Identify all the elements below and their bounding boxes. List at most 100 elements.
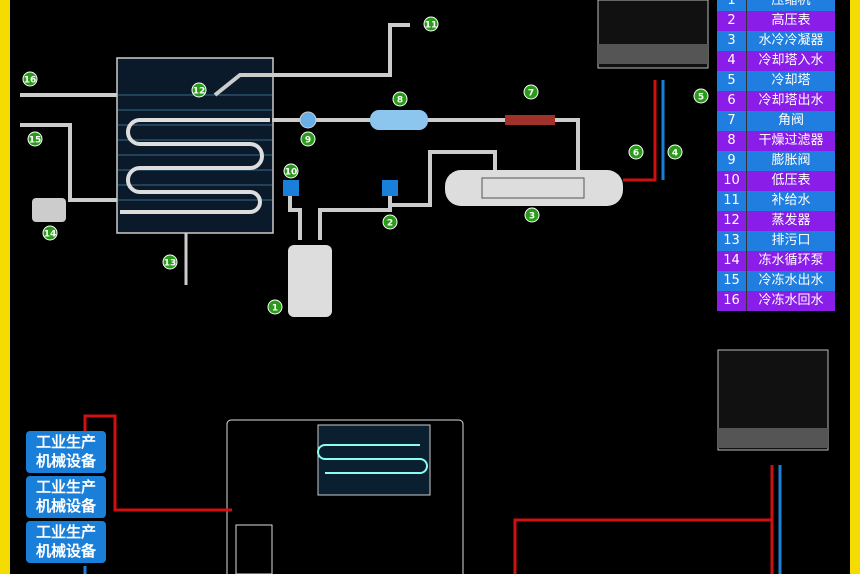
- equipment-box-1: 工业生产机械设备: [26, 431, 106, 473]
- compressor: [288, 245, 332, 317]
- badge-16: [22, 71, 38, 87]
- legend-label: 冻水循环泵: [758, 253, 824, 268]
- badge-10: [283, 163, 299, 179]
- expansion-valve-icon: [299, 111, 317, 129]
- legend-label: 水冷冷凝器: [758, 33, 824, 48]
- badge-number: 12: [193, 87, 206, 97]
- legend-label: 冷却塔入水: [758, 53, 824, 68]
- badge-4: [667, 144, 683, 160]
- legend-num: 15: [717, 271, 747, 291]
- low-pressure-gauge-icon: [283, 180, 299, 196]
- legend-num: 7: [717, 111, 747, 131]
- legend-label: 低压表: [771, 173, 811, 188]
- badge-number: 16: [24, 76, 37, 86]
- badge-number: 7: [528, 89, 534, 99]
- badge-number: 2: [387, 219, 393, 229]
- equipment-box-2: 工业生产机械设备: [26, 476, 106, 518]
- legend-row: 8 干燥过滤器: [717, 131, 835, 151]
- badge-8: [392, 91, 408, 107]
- badge-1: [267, 299, 283, 315]
- legend-row: 15 冷冻水出水: [717, 271, 835, 291]
- badge-number: 1: [272, 304, 278, 314]
- cooling-tower-2-fill: [718, 428, 828, 448]
- supply-pipe: [83, 414, 232, 512]
- equipment-line2: 机械设备: [35, 497, 96, 515]
- badge-9: [300, 131, 316, 147]
- legend-label: 压缩机: [771, 0, 811, 8]
- filter-drier: [370, 110, 428, 130]
- chiller-pump: [235, 524, 273, 574]
- equipment-box-3: 工业生产机械设备: [26, 521, 106, 563]
- legend-label: 补给水: [771, 193, 811, 208]
- refrigerant-pipes: [20, 23, 580, 240]
- badge-13: [162, 254, 178, 270]
- badge-3: [524, 207, 540, 223]
- badge-number: 3: [529, 212, 535, 222]
- legend-row: 1 压缩机: [717, 0, 835, 11]
- cooling-tower-fill: [598, 44, 708, 64]
- legend-label: 干燥过滤器: [758, 133, 824, 148]
- condenser: [445, 170, 623, 206]
- badge-7: [523, 84, 539, 100]
- legend-row: 6 冷却塔出水: [717, 91, 835, 111]
- legend-label: 高压表: [771, 13, 811, 28]
- legend-num: 8: [717, 131, 747, 151]
- badge-number: 11: [425, 21, 438, 31]
- right-border: [850, 0, 860, 574]
- tower2-supply-pipe: [513, 518, 772, 574]
- equipment-line2: 机械设备: [35, 542, 96, 560]
- circulation-pump: [32, 198, 66, 222]
- condenser-tube: [481, 177, 585, 199]
- legend-label: 角阀: [777, 113, 804, 128]
- legend-num: 5: [717, 71, 747, 91]
- badge-number: 14: [44, 230, 57, 240]
- badge-number: 8: [397, 96, 403, 106]
- badge-14: [42, 225, 58, 241]
- legend-row: 11 补给水: [717, 191, 835, 211]
- badge-number: 10: [285, 168, 298, 178]
- legend-num: 4: [717, 51, 747, 71]
- legend-label: 冷冻水出水: [758, 273, 824, 288]
- legend-num: 2: [717, 11, 747, 31]
- legend-num: 6: [717, 91, 747, 111]
- legend-row: 4 冷却塔入水: [717, 51, 835, 71]
- legend-row: 10 低压表: [717, 171, 835, 191]
- legend-num: 14: [717, 251, 747, 271]
- badge-11: [423, 16, 439, 32]
- evaporator-coil: [120, 118, 270, 214]
- badge-number: 15: [29, 136, 42, 146]
- badge-6: [628, 144, 644, 160]
- equipment-line1: 工业生产: [35, 523, 96, 541]
- badge-12: [191, 82, 207, 98]
- legend-num: 11: [717, 191, 747, 211]
- badge-number: 5: [698, 93, 704, 103]
- legend-num: 10: [717, 171, 747, 191]
- legend-label: 冷冻水回水: [758, 293, 824, 308]
- equipment-line2: 机械设备: [35, 452, 96, 470]
- badge-5: [693, 88, 709, 104]
- badge-number: 13: [164, 259, 177, 269]
- legend-row: 2 高压表: [717, 11, 835, 31]
- chiller-unit: [226, 419, 464, 574]
- badge-2: [382, 214, 398, 230]
- left-border: [0, 0, 10, 574]
- badge-number: 6: [633, 149, 639, 159]
- legend-num: 1: [717, 0, 747, 11]
- legend-label: 蒸发器: [771, 213, 811, 228]
- legend-label: 冷却塔出水: [758, 93, 824, 108]
- badge-15: [27, 131, 43, 147]
- high-pressure-gauge-icon: [382, 180, 398, 196]
- legend-row: 14 冻水循环泵: [717, 251, 835, 271]
- chiller-coil: [317, 444, 428, 474]
- legend-label: 排污口: [771, 233, 811, 248]
- legend-label: 膨胀阀: [771, 153, 811, 168]
- tower-out-pipe: [623, 80, 657, 182]
